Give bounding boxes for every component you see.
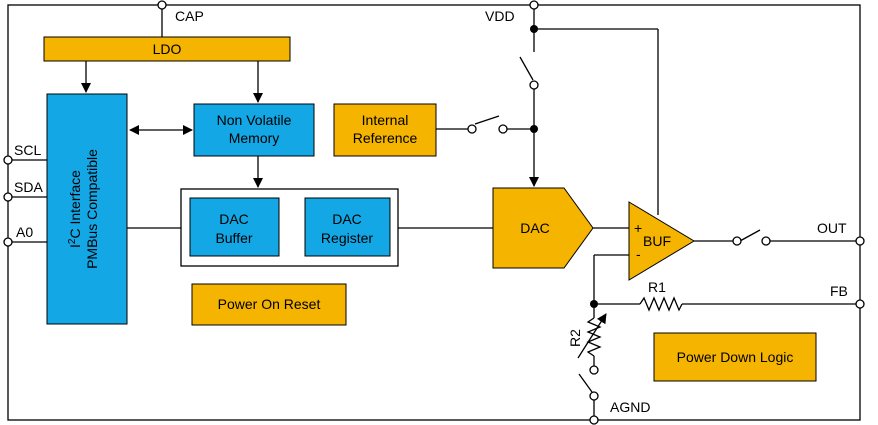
cap-pin-label: CAP (175, 8, 204, 24)
fb-pin-label: FB (830, 283, 848, 299)
ldo-block (43, 36, 291, 62)
power-down-logic-label: Power Down Logic (677, 349, 794, 365)
buf-amplifier (628, 201, 695, 281)
nvm-block (193, 103, 315, 157)
pin-terminals (3, 0, 865, 425)
internal-reference-line2: Reference (353, 130, 418, 146)
scl-pin-label: SCL (14, 142, 41, 158)
junction-dots (530, 25, 598, 308)
dac-block (492, 187, 594, 269)
sda-pin-label: SDA (14, 179, 43, 195)
a0-pin-label: A0 (16, 224, 33, 240)
dac-register-line2: Register (321, 230, 373, 246)
i2c-interface-label: I2C Interface (67, 170, 83, 248)
dac-buffer-line1: DAC (219, 211, 249, 227)
buf-plus-label: + (634, 220, 642, 236)
dac-register-block (304, 197, 391, 257)
internal-reference-line1: Internal (362, 112, 409, 128)
r2-label: R2 (567, 329, 583, 347)
pmbus-label: PMBus Compatible (84, 149, 100, 269)
dac-label: DAC (520, 220, 550, 236)
out-pin-label: OUT (817, 220, 847, 236)
ldo-label: LDO (153, 41, 182, 57)
agnd-pin-label: AGND (610, 399, 650, 415)
power-on-reset-label: Power On Reset (218, 296, 321, 312)
dac-register-line1: DAC (332, 211, 362, 227)
buf-label: BUF (643, 233, 671, 249)
vdd-pin-label: VDD (485, 8, 515, 24)
r1-label: R1 (648, 279, 666, 295)
internal-reference-block (333, 103, 437, 157)
buf-minus-label: - (636, 246, 641, 262)
chip-outline (7, 4, 861, 421)
power-on-reset-block (191, 283, 347, 326)
nvm-label-line1: Non Volatile (217, 112, 292, 128)
i2c-interface-block (46, 93, 128, 325)
dac-buffer-line2: Buffer (215, 230, 252, 246)
nvm-label-line2: Memory (229, 130, 280, 146)
power-down-logic-block (653, 332, 817, 382)
dac-buffer-block (189, 197, 280, 257)
